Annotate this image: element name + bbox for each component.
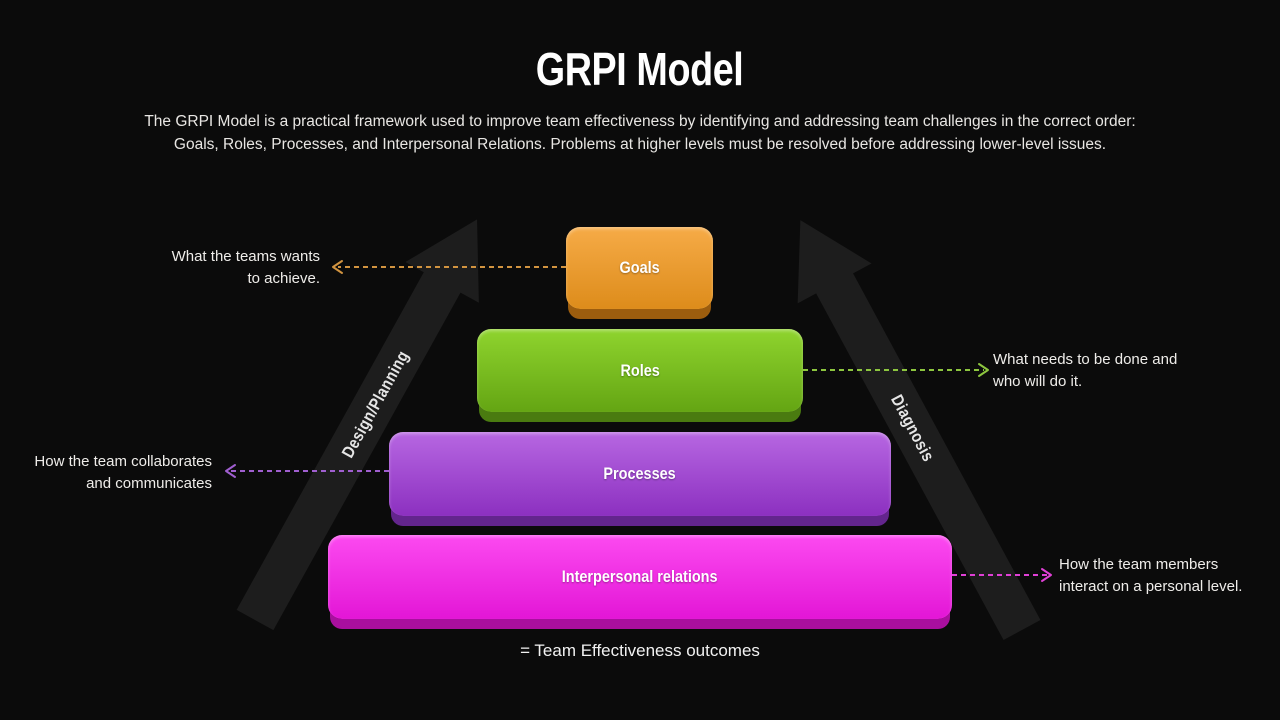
goals-annotation-line-1: What the teams wants <box>171 248 320 265</box>
interpersonal-arrowhead-icon <box>1041 568 1052 582</box>
interpersonal-annotation-line-1: How the team members <box>1059 556 1219 573</box>
roles-bar: Roles <box>477 329 803 412</box>
description-line-1: The GRPI Model is a practical framework … <box>144 113 1136 130</box>
goals-bar-label: Goals <box>619 258 660 277</box>
processes-bar: Processes <box>389 432 891 516</box>
description-line-2: Goals, Roles, Processes, and Interperson… <box>173 136 1107 153</box>
roles-arrowhead-icon <box>978 363 989 377</box>
diagnosis-arrow-icon <box>797 220 1041 640</box>
goals-arrowhead-icon <box>332 260 343 274</box>
design-planning-arrow-icon <box>236 219 479 631</box>
roles-annotation-line-2: who will do it. <box>993 373 1083 390</box>
roles-annotation: What needs to be done and who will do it… <box>993 349 1177 393</box>
goals-annotation: What the teams wants to achieve. <box>172 246 320 290</box>
goals-annotation-line-2: to achieve. <box>247 270 320 287</box>
model-description: The GRPI Model is a practical framework … <box>0 110 1280 156</box>
page-title: GRPI Model <box>0 42 1280 96</box>
processes-annotation-line-2: and communicates <box>86 475 212 492</box>
processes-bar-label: Processes <box>603 464 677 483</box>
interpersonal-relations-bar: Interpersonal relations <box>328 535 952 619</box>
roles-bar-label: Roles <box>620 360 660 380</box>
processes-annotation: How the team collaborates and communicat… <box>34 451 212 495</box>
goals-bar: Goals <box>566 227 713 309</box>
interpersonal-relations-bar-label: Interpersonal relations <box>562 567 718 586</box>
processes-arrowhead-icon <box>225 464 236 478</box>
processes-annotation-line-1: How the team collaborates <box>34 453 212 470</box>
interpersonal-annotation: How the team members interact on a perso… <box>1059 554 1242 598</box>
team-effectiveness-outcomes-caption: = Team Effectiveness outcomes <box>520 641 760 660</box>
page-title-text: GRPI Model <box>536 43 744 95</box>
roles-annotation-line-1: What needs to be done and <box>993 351 1178 368</box>
interpersonal-annotation-line-2: interact on a personal level. <box>1059 578 1243 595</box>
